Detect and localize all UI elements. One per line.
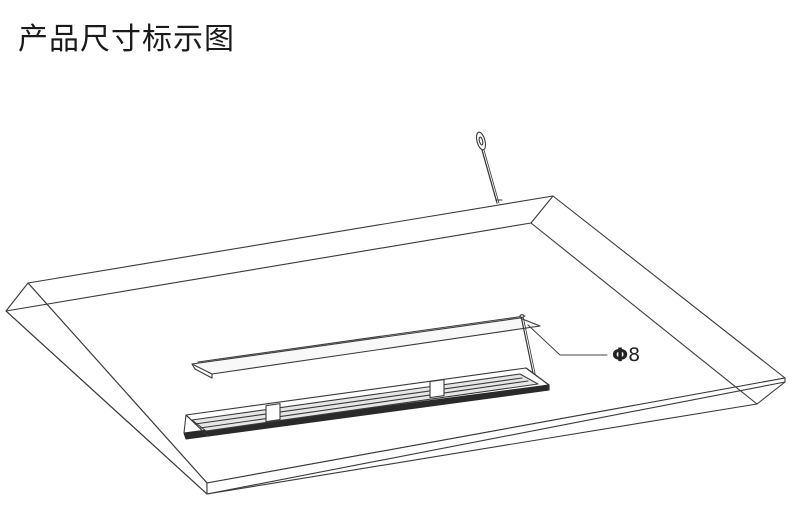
suspension-cable xyxy=(475,131,503,204)
diameter-label: Φ8 xyxy=(612,344,640,366)
diameter-symbol: Φ xyxy=(612,344,629,366)
dimension-leader xyxy=(527,324,608,356)
ceiling-slot xyxy=(191,315,541,379)
diameter-value: 8 xyxy=(628,344,641,366)
page-title: 产品尺寸标示图 xyxy=(18,22,235,57)
linear-light-fixture xyxy=(183,367,550,440)
hanging-rod xyxy=(519,314,537,379)
